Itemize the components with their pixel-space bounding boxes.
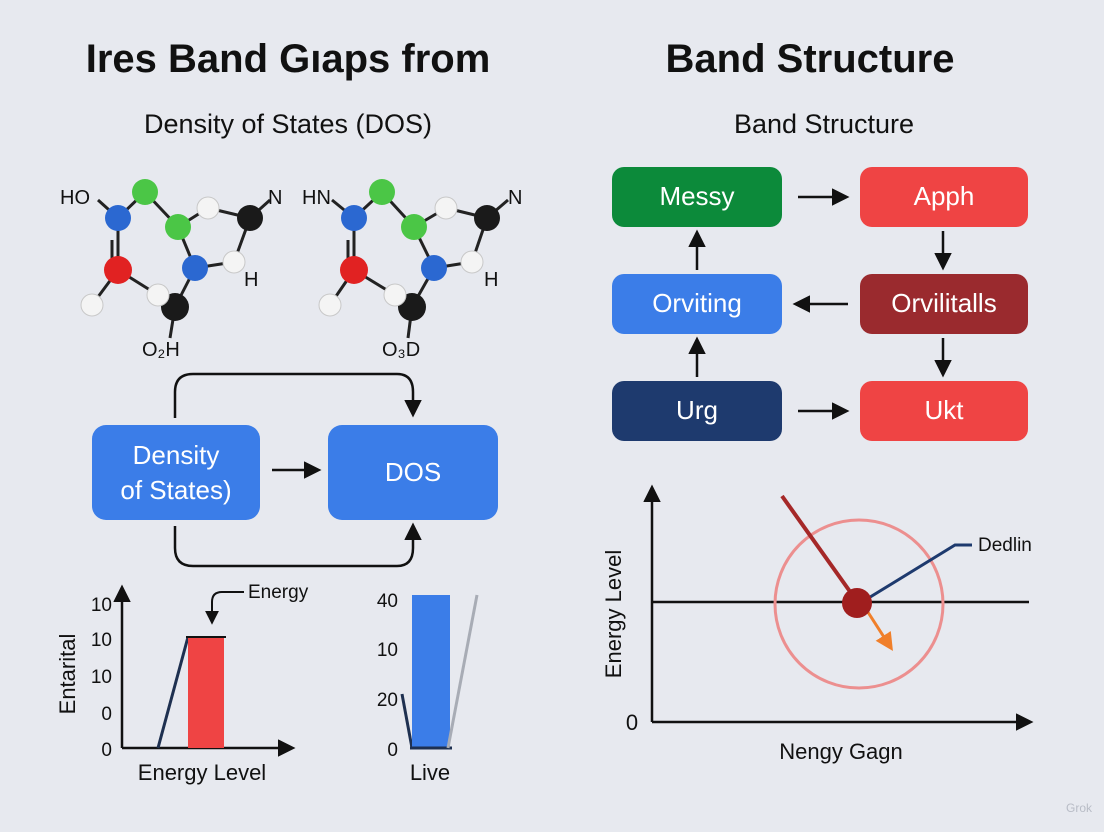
molecule-label: H: [244, 269, 258, 291]
node-apph-label: Apph: [914, 181, 975, 211]
density-of-states-box: [92, 425, 260, 520]
loop-arrow-top: [173, 372, 422, 418]
chart1-bar: [188, 637, 224, 748]
atom-blue-icon: [182, 255, 208, 281]
node-orvilitalls: [860, 274, 1028, 334]
atom-white-icon: [222, 250, 246, 274]
right-subtitle: Band Structure: [734, 109, 914, 139]
atom-blue-icon: [421, 255, 447, 281]
chart2-bar: [412, 595, 450, 748]
live-bar-chart: 40 10 20 0 Live: [377, 591, 479, 785]
watermark: Grok: [1066, 801, 1093, 815]
molecule-label: O₂H: [142, 339, 180, 361]
node-urg: [612, 381, 782, 441]
atom-white-icon: [80, 293, 104, 317]
plot-orange-arrow: [862, 605, 893, 652]
atom-white-icon: [146, 283, 170, 307]
atom-blue-icon: [341, 205, 367, 231]
dos-box-label: DOS: [385, 457, 441, 487]
molecule-label: HN: [302, 187, 331, 209]
atom-green-icon: [369, 179, 395, 205]
plot-x-label: Nengy Gagn: [779, 739, 903, 764]
plot-origin-label: 0: [626, 710, 638, 735]
plot-callout-line: [861, 543, 972, 604]
energy-bar-chart: 10 10 10 0 0 Entarital Energy Level Ener…: [55, 582, 309, 785]
plot-highlight-circle: [773, 518, 945, 690]
left-molecule: HO N H O₂H: [60, 179, 282, 361]
chart1-x-label: Energy Level: [138, 760, 266, 785]
chart2-tick: 0: [387, 740, 398, 761]
atom-red-icon: [104, 256, 132, 284]
chart1-annotation-arrow: [205, 591, 244, 625]
chart1-tick: 0: [101, 740, 112, 761]
chart1-tick: 10: [91, 667, 112, 688]
left-title: Ires Band Gıaps from: [86, 37, 491, 81]
plot-y-label: Energy Level: [601, 550, 626, 678]
molecule-label: N: [508, 187, 522, 209]
molecule-label: H: [484, 269, 498, 291]
atom-green-icon: [132, 179, 158, 205]
atom-green-icon: [401, 214, 427, 240]
node-messy: [612, 167, 782, 227]
atom-red-icon: [340, 256, 368, 284]
node-ukt: [860, 381, 1028, 441]
node-orvilitalls-label: Orvilitalls: [891, 288, 996, 318]
node-messy-label: Messy: [659, 181, 734, 211]
chart2-right-line: [446, 594, 479, 749]
molecule-label: O₃D: [382, 339, 420, 361]
chart1-tick: 0: [101, 704, 112, 725]
chart1-tick: 10: [91, 595, 112, 616]
atom-blue-icon: [105, 205, 131, 231]
node-apph: [860, 167, 1028, 227]
density-box-line-1: Density: [133, 440, 220, 470]
right-molecule: HN N H O₃D: [302, 179, 522, 361]
atom-white-icon: [318, 293, 342, 317]
node-urg-label: Urg: [676, 395, 718, 425]
node-orviting: [612, 274, 782, 334]
right-flowchart: Messy Apph Orviting Orvilitalls Urg Ukt: [612, 167, 1028, 441]
plot-red-line: [780, 494, 858, 602]
loop-arrow-bottom: [173, 522, 422, 568]
node-ukt-label: Ukt: [925, 395, 965, 425]
chart2-left-line: [400, 693, 414, 749]
chart2-tick: 40: [377, 591, 398, 612]
left-subtitle: Density of States (DOS): [144, 109, 432, 139]
plot-point-icon: [842, 588, 872, 618]
atom-white-icon: [460, 250, 484, 274]
dos-box: [328, 425, 498, 520]
chart1-tick: 10: [91, 630, 112, 651]
chart2-tick: 20: [377, 690, 398, 711]
chart1-annotation: Energy: [248, 582, 309, 603]
density-box-line-2: of States): [120, 475, 231, 505]
atom-black-icon: [237, 205, 263, 231]
node-orviting-label: Orviting: [652, 288, 742, 318]
atom-white-icon: [383, 283, 407, 307]
atom-black-icon: [474, 205, 500, 231]
atom-white-icon: [434, 196, 458, 220]
plot-callout-label: Dedlin: [978, 535, 1032, 556]
energy-level-plot: Dedlin Energy Level Nengy Gagn 0: [601, 484, 1034, 764]
chart2-tick: 10: [377, 640, 398, 661]
left-flow: Density of States) DOS: [92, 372, 498, 568]
right-title: Band Structure: [666, 37, 955, 81]
chart2-x-label: Live: [410, 760, 450, 785]
atom-white-icon: [196, 196, 220, 220]
atom-green-icon: [165, 214, 191, 240]
molecule-label: HO: [60, 187, 90, 209]
chart1-y-label: Entarital: [55, 634, 80, 715]
chart1-rise-line: [156, 636, 190, 749]
molecule-label: N: [268, 187, 282, 209]
